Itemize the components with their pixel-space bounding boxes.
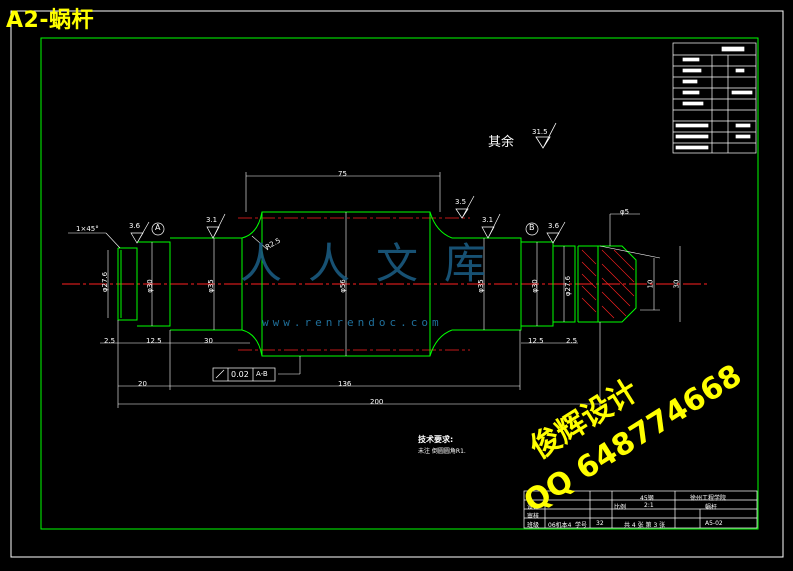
site-watermark: www.renrendoc.com — [262, 316, 443, 329]
dim-30: 30 — [204, 337, 213, 345]
section-hatch — [581, 249, 635, 319]
tb-scale: 2:1 — [644, 502, 654, 509]
tb-class-value: 06机本4 — [548, 522, 572, 529]
tb-student-no-label: 学号 — [575, 522, 588, 529]
tech-req-line1: 未注 倒圆圆角R1. — [418, 448, 466, 455]
roughness-label-1: 3.6 — [129, 222, 141, 230]
dim-2-5-right: 2.5 — [566, 337, 578, 345]
tech-req-heading: 技术要求: — [418, 435, 454, 444]
dim-d35-left: φ35 — [206, 279, 215, 293]
dim-20: 20 — [138, 380, 147, 388]
roughness-label-5: 3.6 — [548, 222, 560, 230]
dim-12-5-right: 12.5 — [528, 337, 544, 345]
roughness-label-3: 3.5 — [455, 198, 467, 206]
revision-table — [672, 42, 757, 154]
tb-school: 徐州工程学院 — [690, 495, 727, 502]
keyway-width-label: φ5 — [620, 208, 630, 216]
dim-12-5-left: 12.5 — [146, 337, 162, 345]
tb-row-label-design: 设计 — [527, 504, 540, 511]
rest-value: 31.5 — [532, 128, 548, 136]
roughness-label-4: 3.1 — [482, 216, 494, 224]
dim-d27-6-left: φ27.6 — [101, 271, 110, 293]
dim-136: 136 — [338, 380, 352, 388]
tb-material: 45钢 — [640, 495, 654, 502]
tolerance-datum: A-B — [256, 370, 268, 378]
datum-b: B — [529, 223, 535, 232]
tolerance-value: 0.02 — [231, 370, 249, 379]
dim-d35-right: φ35 — [476, 279, 485, 293]
outer-border — [10, 10, 784, 558]
datum-a: A — [155, 223, 161, 232]
dimensions — [68, 172, 681, 408]
tb-part-name: 蜗杆 — [705, 504, 718, 511]
tb-row-label-review: 审核 — [527, 513, 540, 520]
key-length-label: 30 — [672, 279, 681, 289]
dim-d30-left: φ30 — [145, 279, 154, 293]
tb-drawing-no: A5-02 — [705, 520, 723, 527]
dim-d27-6-right: φ27.6 — [564, 275, 573, 297]
tb-row-label-class: 班级 — [527, 522, 540, 529]
tolerance-frame — [212, 367, 276, 382]
dim-200: 200 — [370, 398, 384, 406]
chamfer-label: 1×45° — [76, 225, 99, 233]
dim-d30-right: φ30 — [530, 279, 539, 293]
roughness-rest: 其余 31.5 — [488, 122, 557, 150]
logo-watermark: 人人文库 — [240, 239, 513, 288]
tb-sheet-info: 共 4 张 第 3 张 — [624, 522, 666, 529]
inner-frame — [40, 37, 759, 530]
roughness-symbols — [130, 195, 566, 244]
dim-75: 75 — [338, 170, 347, 178]
rest-label: 其余 — [488, 134, 514, 150]
title-block — [523, 490, 758, 529]
tb-student-no: 32 — [596, 520, 604, 527]
key-depth-label: 10 — [646, 279, 655, 289]
dim-d56: φ56 — [338, 279, 347, 293]
dim-2-5-left: 2.5 — [104, 337, 116, 345]
sheet-title: A2-蜗杆 — [6, 8, 94, 33]
roughness-label-2: 3.1 — [206, 216, 218, 224]
tb-scale-label: 比例 — [614, 504, 627, 511]
